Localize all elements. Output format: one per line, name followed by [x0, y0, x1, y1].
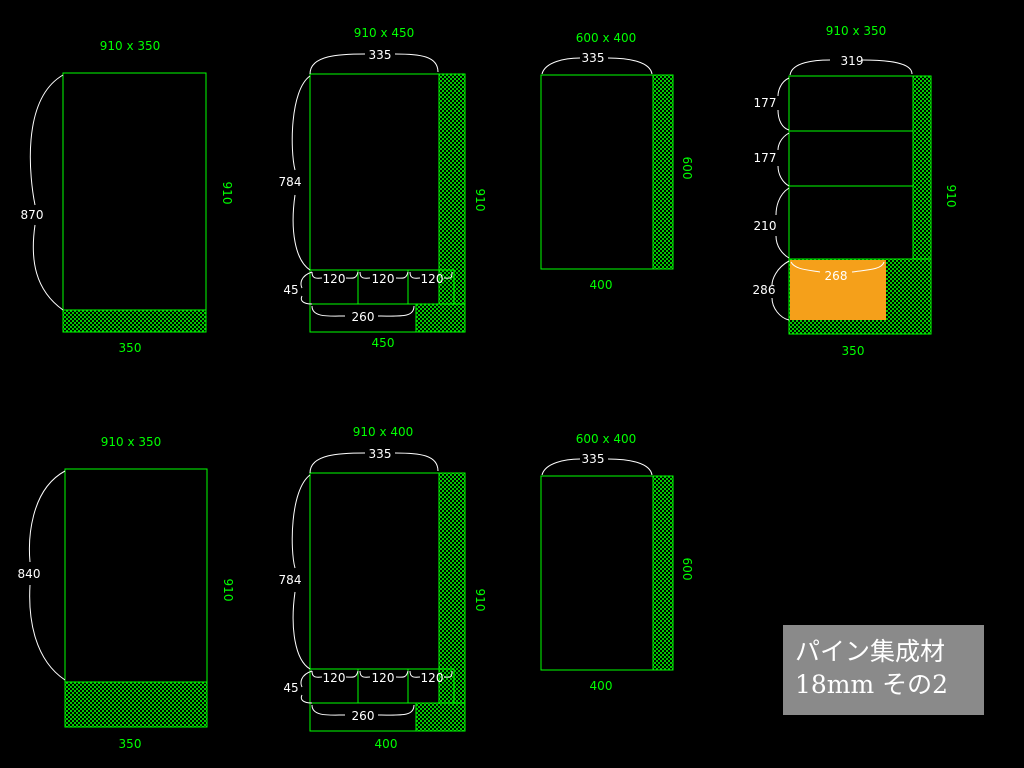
width-dim: 400	[375, 737, 398, 751]
panel-title: 910 x 400	[353, 425, 414, 439]
width-dim: 450	[372, 336, 395, 350]
panel-4: 910 x 350 319 177 177 210 286 268 350 91…	[753, 24, 958, 358]
piece-177-a	[788, 75, 914, 132]
dimension-arc-top	[309, 53, 439, 75]
dim-45: 45	[283, 283, 298, 297]
dimension-arc-top	[789, 59, 913, 76]
panel-1: 910 x 350 870 350 910	[21, 39, 234, 355]
width-dim: 350	[842, 344, 865, 358]
dimension-arc-45	[300, 271, 313, 305]
dimension-arc-drawers	[311, 271, 453, 279]
board-outline	[62, 72, 207, 333]
dim-d: 286	[753, 283, 776, 297]
width-dim: 400	[590, 278, 613, 292]
height-dim: 840	[18, 567, 41, 581]
panel-3: 600 x 400 335 400 600	[540, 31, 694, 292]
width-dim: 400	[590, 679, 613, 693]
panel-title: 910 x 350	[826, 24, 887, 38]
side-dim: 600	[680, 558, 694, 581]
width-dim: 350	[119, 341, 142, 355]
piece-177-b	[788, 130, 914, 187]
drawer-3	[407, 269, 455, 305]
height-dim: 870	[21, 208, 44, 222]
main-piece	[309, 73, 440, 271]
strip-45	[309, 702, 417, 732]
piece-210	[788, 185, 914, 260]
width-dim: 350	[119, 737, 142, 751]
waste-strip	[652, 475, 674, 671]
height-dim: 784	[279, 175, 302, 189]
drawer-2-dim: 120	[372, 272, 395, 286]
side-dim: 910	[944, 185, 958, 208]
dimension-arc-left	[291, 474, 311, 670]
side-dim: 910	[221, 579, 235, 602]
top-dim: 335	[582, 51, 605, 65]
waste-strip	[652, 74, 674, 270]
panel-title: 910 x 450	[354, 26, 415, 40]
panel-2: 910 x 450 335 784 120 120 120 45 260 450…	[279, 26, 487, 350]
side-dim: 600	[680, 157, 694, 180]
panel-title: 910 x 350	[100, 39, 161, 53]
panel-6: 910 x 400 335 784 120 120 120 45 260 400…	[279, 425, 487, 751]
waste-strip	[438, 73, 466, 333]
dim-45: 45	[283, 681, 298, 695]
dim-b: 177	[754, 151, 777, 165]
waste-corner	[415, 303, 466, 333]
top-dim: 335	[582, 452, 605, 466]
dimension-arc	[29, 74, 64, 311]
dim-260: 260	[352, 709, 375, 723]
top-dim: 335	[369, 447, 392, 461]
dimension-arc-top	[541, 57, 653, 75]
waste-corner	[415, 702, 466, 732]
waste-area	[62, 309, 207, 333]
dimension-arc	[28, 470, 66, 681]
dimension-arc-drawers	[311, 670, 453, 678]
panel-title: 910 x 350	[101, 435, 162, 449]
panel-7: 600 x 400 335 400 600	[540, 432, 694, 693]
drawer-3-dim: 120	[421, 671, 444, 685]
dimension-arc-268	[790, 261, 885, 273]
material-thickness: 18mm その2	[795, 670, 949, 699]
dimension-arc-45	[300, 670, 313, 704]
dimension-arc-top	[541, 458, 653, 476]
height-dim: 784	[279, 573, 302, 587]
material-note: パイン集成材 18mm その2	[783, 625, 984, 715]
side-dim: 910	[473, 189, 487, 212]
side-dim: 910	[220, 182, 234, 205]
dimension-arc-top	[309, 452, 439, 474]
waste-area	[64, 681, 208, 728]
drawer-3-dim: 120	[421, 272, 444, 286]
dimension-arc-260	[311, 305, 415, 317]
dim-a: 177	[754, 96, 777, 110]
waste-strip	[438, 472, 466, 732]
side-dim: 910	[473, 589, 487, 612]
dimension-arc-left	[291, 75, 311, 271]
dim-260: 260	[352, 310, 375, 324]
panel-title: 600 x 400	[576, 31, 637, 45]
drawer-1-dim: 120	[323, 671, 346, 685]
strip-45	[309, 303, 417, 333]
dim-c: 210	[754, 219, 777, 233]
dimension-arc-left	[771, 77, 790, 321]
main-piece	[309, 472, 440, 670]
top-dim: 319	[841, 54, 864, 68]
dim-e: 268	[825, 269, 848, 283]
dimension-arc-260	[311, 704, 415, 716]
drawer-3	[407, 668, 455, 704]
drawer-1-dim: 120	[323, 272, 346, 286]
top-dim: 335	[369, 48, 392, 62]
drawer-2-dim: 120	[372, 671, 395, 685]
material-name: パイン集成材	[795, 637, 946, 666]
panel-5: 910 x 350 840 350 910	[18, 435, 235, 751]
panel-title: 600 x 400	[576, 432, 637, 446]
